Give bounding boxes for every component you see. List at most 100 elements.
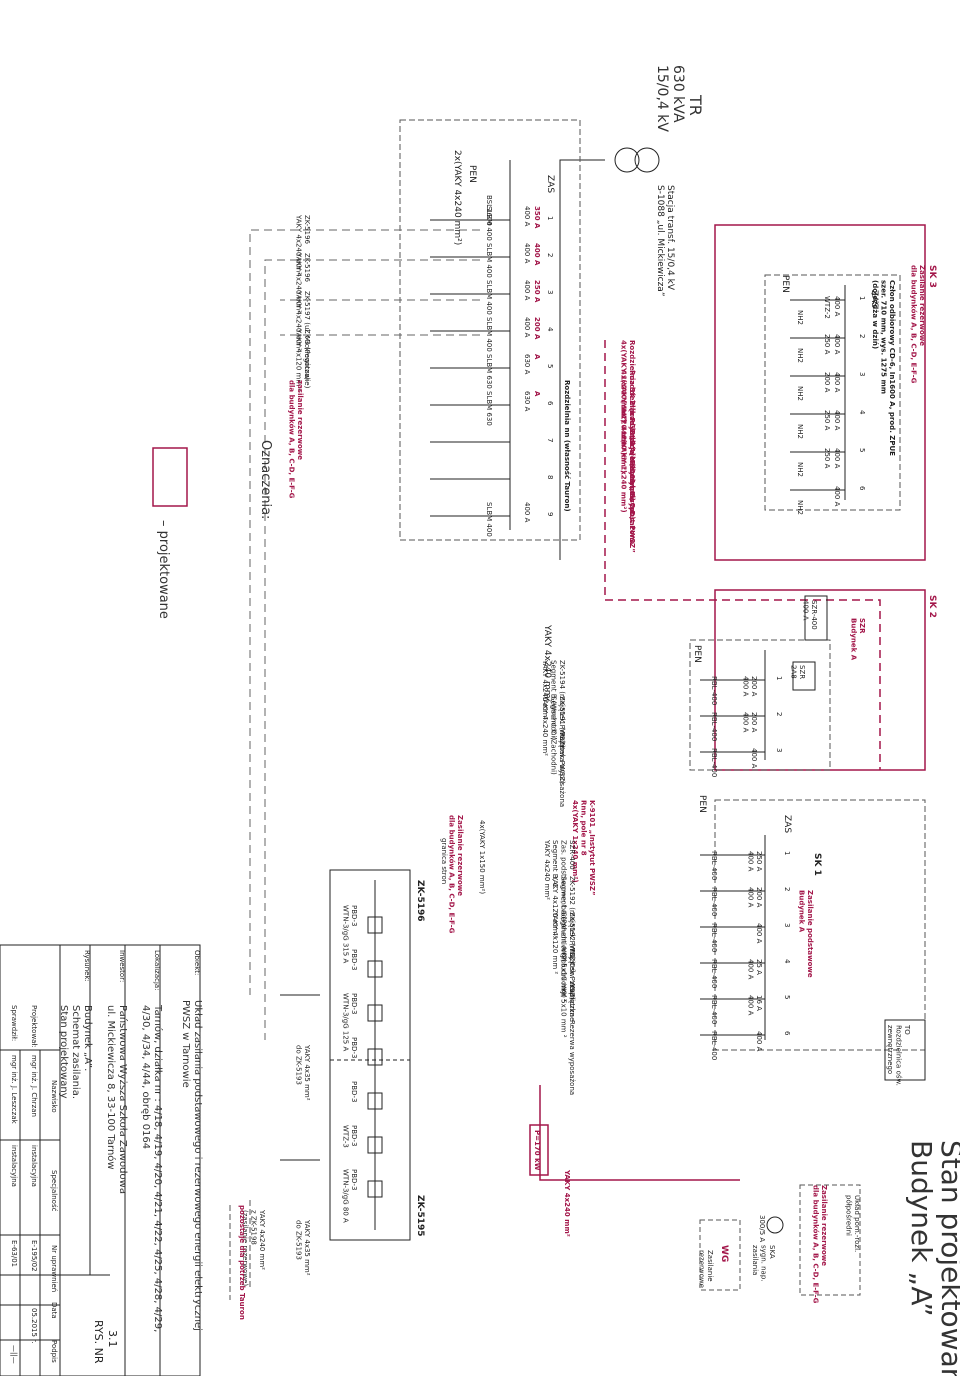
station-field-number: 9: [546, 512, 554, 516]
title-table-header: Specjalność: [50, 1170, 58, 1212]
station-field-rating: 400 A: [523, 502, 531, 523]
sk3-field-number: 6: [858, 486, 866, 491]
sk1-field-switch: RBL-400: [710, 851, 718, 880]
sk1-output: Rezerwa wyposażona: [568, 1020, 576, 1095]
sk1-field-number: 5: [783, 995, 791, 999]
title-row-name: mgr inż. J. Leszczak: [10, 1055, 18, 1125]
title-block-frame: [0, 944, 201, 1377]
sk3-frame: [714, 224, 926, 561]
station-name: Stacja transf. 15/0,4 kV: [665, 185, 675, 291]
wg-cable: YAKY 4x240 mm²: [563, 1169, 571, 1237]
wg-meas-frame: [799, 1184, 861, 1296]
sk3-field-kind: NH2: [796, 424, 804, 439]
wg-ct: 300/5 A: [758, 1215, 766, 1242]
sk1-field-rating: 200 A400 A: [747, 887, 763, 908]
sk1-field-rating: 25 A400 A: [747, 959, 763, 980]
station-field-number: 2: [546, 253, 554, 257]
sk3-header: SK 3 Zasilanie rezerwowedla budynków A, …: [910, 265, 937, 384]
zk-cable-b: YAKY 4x35 mm²do ZK-5193: [295, 1219, 311, 1276]
sk3-pen: PEN: [780, 275, 790, 293]
sk3-output: Stacja K-9101 „Instutut PWSZ”4x(YAKY 1x2…: [620, 430, 636, 553]
sk2-szr: SZR-400400 A: [802, 600, 818, 630]
zk-cable-d: pozostaje dla potrzeb Tauron: [238, 1205, 246, 1320]
sk3-field-fuse: 400 A: [833, 372, 841, 393]
wg-label: WG: [719, 1245, 729, 1262]
legend-swatch: [152, 447, 188, 507]
switchboard-name: Rozdzielnia nn (własność Tauron): [563, 380, 571, 512]
station-field-breaker: SLBM 630: [485, 354, 493, 389]
lok-text: Tarnów, działka nr : 4/18, 4/19, 4/20, 4…: [140, 1004, 164, 1332]
sk3-note: Człon odbiorowy CD-6, In1600 A, prod. ZP…: [871, 280, 896, 456]
sk1-outputs: SZR-400Zas. podstawowe, bud. ASegment B,…: [543, 839, 576, 1095]
station-field-number: 1: [546, 216, 554, 220]
sk1-output: ZK-5192 (majątek PWSZ)Segment A (Południ…: [551, 875, 576, 964]
station-field-breaker: SLBM 400: [485, 243, 493, 278]
station-field-rating: 400 A: [523, 243, 531, 264]
wg-reserve: Zasilanie rezerwowedla budynków A, B, C-…: [812, 1185, 828, 1304]
wg-meas: Układ pom.-rozl.półpośredni: [845, 1195, 861, 1252]
wg-box: [699, 1219, 741, 1291]
wg-sub: Zasilanierezerwowe: [698, 1250, 714, 1288]
sk1-field-number: 6: [783, 1031, 791, 1036]
wg-power: P=170 kW: [533, 1130, 541, 1171]
station-output: ZK-5197 (ul. Mickiewicza)YAKY 4x240 mm²: [295, 290, 311, 380]
station-field-breaker: SLBM 630: [485, 391, 493, 426]
station-id: S-1088 „ul. Mickiewicza”: [655, 185, 665, 297]
title-block: Obiekt: Układ zasilania podstawowego i r…: [0, 944, 203, 1377]
legend-item: – projektowane: [156, 520, 171, 619]
sk2-output: ZK-5194 (majątek PWSZ)Segment B (Wschodn…: [541, 659, 566, 748]
rys-label: Rysunek:: [83, 950, 91, 982]
sk1-field-rating: 400 A: [755, 923, 763, 944]
sk2-szr-box: [804, 595, 828, 641]
granica-label: granica stron: [440, 838, 448, 884]
sk1-field-switch: RBL-400: [710, 1031, 718, 1060]
sk1-frame: [714, 799, 926, 1051]
sk2-field-switch: RBL-400: [710, 712, 718, 741]
legend-title: Oznaczenia:: [258, 440, 273, 519]
obiekt-text: Układ zasilania podstawowego i rezerwowe…: [180, 1000, 203, 1331]
station-field-number: 6: [546, 401, 554, 406]
station-field-rating: 630 A: [523, 391, 531, 412]
to-box: [884, 1019, 926, 1081]
sk3-inner-frame: [764, 274, 901, 511]
sk2-output: ZK-5191 (majątek PWSZ)Segment C (Zachodn…: [541, 695, 566, 784]
sk2-field-rating: 200 A400 A: [742, 712, 758, 733]
sk2-szr-relay: [792, 661, 816, 691]
sk3-field-fuse: 400 A: [833, 486, 841, 507]
station-field-number: 5: [546, 364, 554, 368]
sk2-pen: PEN: [692, 645, 702, 663]
transformer: TR 630 kVA 15/0,4 kV Stacja transf. 15/0…: [452, 65, 705, 560]
sk3-field-breaker: 250 A: [823, 334, 831, 355]
sk1-field-rating: 250 A400 A: [747, 851, 763, 872]
sk2-subtitle: SZRBudynek A: [850, 618, 866, 661]
reserve-feed-label: zasilanie rezerwowedla budynków A, B, C-…: [288, 380, 304, 499]
sk1-output: TO, Ośw. zewnętrzneYKY 5x10 mm ²: [560, 947, 576, 1021]
sk3-output: Rozdzielnia RG1 „B” (budynek B)4x(YAKY 1…: [620, 370, 636, 501]
sk1-field-rating: 400 A: [755, 1031, 763, 1052]
wg-block: P=170 kW YAKY 4x240 mm² WG Zasilaniereze…: [529, 1085, 861, 1304]
inw-text: Państwowa Wyższa Szkoła Zawodowaul. Mick…: [105, 1005, 129, 1194]
feed-cable: 2x(YAKY 4x240 mm²): [452, 150, 462, 245]
sk3-field-number: 3: [858, 372, 866, 376]
lok-label: Lokalizacja:: [153, 950, 161, 991]
tr-power: 630 kVA: [670, 65, 686, 123]
sk3-field-breaker: 250 A: [823, 410, 831, 431]
zk-fuse-label: PBD-3WTN-3/gG 80 A: [342, 1169, 358, 1223]
sk3-field-kind: NH2: [796, 386, 804, 401]
title-table-header: Nazwisko: [50, 1080, 58, 1113]
zk-frame: [329, 869, 411, 1241]
title-table-header: Podpis: [50, 1340, 58, 1363]
sk3-field-kind: NH2: [796, 348, 804, 363]
title-line2: Stan projektowany: [935, 1140, 960, 1376]
sk1-field-number: 3: [783, 923, 791, 927]
title-row-date: 05.2015 r.: [30, 1308, 38, 1344]
sk1-field-switch: RBL-400: [710, 959, 718, 988]
zk-fuse-label: PBD-3: [350, 949, 358, 970]
station-field-alt: 350 A: [533, 206, 541, 229]
sk3-field-kind: NH2: [796, 310, 804, 325]
